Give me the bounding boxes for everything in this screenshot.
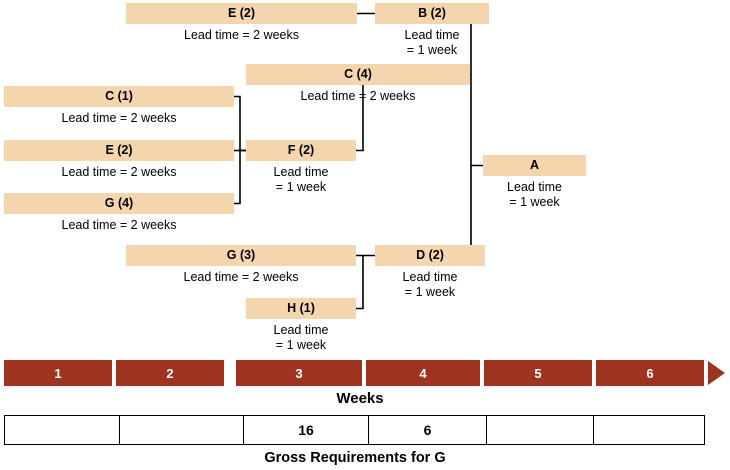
node-leadtime: Lead time = 2 weeks — [61, 111, 177, 125]
node-box[interactable]: F (2) — [246, 140, 356, 161]
node-box[interactable]: G (4) — [4, 193, 234, 214]
node-leadtime: Lead time = 1 week — [404, 28, 460, 57]
gross-req-label: Gross Requirements for G — [264, 450, 446, 466]
gross-req-cell[interactable] — [4, 415, 120, 445]
node-box[interactable]: C (1) — [4, 86, 234, 107]
node-leadtime: Lead time = 1 week — [402, 270, 458, 299]
timeline-arrow-icon — [708, 361, 725, 385]
node-box[interactable]: E (2) — [126, 3, 357, 24]
week-cell-2[interactable]: 2 — [116, 360, 224, 386]
node-box[interactable]: E (2) — [4, 140, 234, 161]
week-cell-5[interactable]: 5 — [484, 360, 592, 386]
node-leadtime: Lead time = 2 weeks — [300, 89, 416, 103]
gross-req-cell[interactable]: 16 — [243, 415, 369, 445]
node-leadtime: Lead time = 2 weeks — [61, 165, 177, 179]
node-box[interactable]: D (2) — [375, 245, 485, 266]
week-cell-1[interactable]: 1 — [4, 360, 112, 386]
week-cell-6[interactable]: 6 — [596, 360, 704, 386]
node-leadtime: Lead time = 1 week — [507, 180, 562, 209]
node-leadtime: Lead time = 1 week — [273, 323, 329, 352]
gross-req-cell[interactable] — [118, 415, 245, 445]
node-leadtime: Lead time = 2 weeks — [61, 218, 177, 232]
node-box[interactable]: G (3) — [126, 245, 356, 266]
timeline-label: Weeks — [336, 390, 384, 407]
gross-req-cell[interactable] — [592, 415, 705, 445]
node-leadtime: Lead time = 2 weeks — [184, 28, 299, 42]
week-cell-4[interactable]: 4 — [366, 360, 480, 386]
node-leadtime: Lead time = 1 week — [273, 165, 329, 194]
week-cell-3[interactable]: 3 — [236, 360, 362, 386]
node-box[interactable]: A — [483, 155, 586, 176]
node-leadtime: Lead time = 2 weeks — [183, 270, 299, 284]
node-box[interactable]: C (4) — [246, 64, 470, 85]
node-box[interactable]: H (1) — [246, 298, 356, 319]
node-box[interactable]: B (2) — [375, 3, 489, 24]
gross-req-cell[interactable]: 6 — [367, 415, 488, 445]
gross-req-cell[interactable] — [486, 415, 594, 445]
